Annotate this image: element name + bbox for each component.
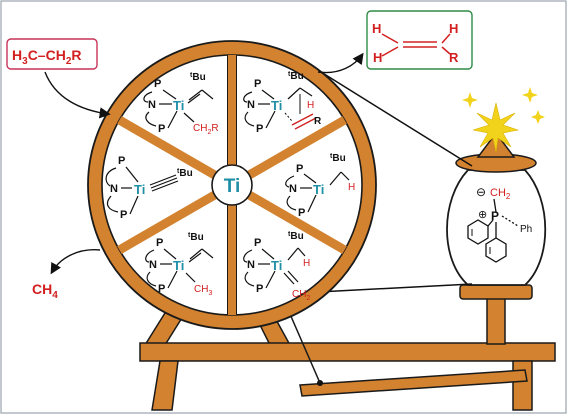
svg-text:Ti: Ti — [271, 98, 282, 113]
svg-text:R: R — [314, 116, 322, 127]
svg-text:H: H — [303, 258, 310, 269]
plus-charge: ⊕ — [478, 209, 487, 221]
svg-text:P: P — [158, 283, 165, 295]
ylide-structure: ⊖ CH2 ⊕ P Ph — [467, 185, 532, 263]
svg-text:H: H — [449, 21, 458, 36]
product-box: H H H R — [366, 10, 473, 70]
arrow-in-icon — [44, 71, 111, 119]
svg-text:P: P — [120, 209, 127, 221]
wheel-hub — [211, 164, 253, 206]
svg-text:P: P — [298, 207, 305, 219]
phenyl-label: Ph — [520, 224, 532, 235]
svg-text:Ti: Ti — [173, 258, 184, 273]
svg-text:Ti: Ti — [271, 258, 282, 273]
svg-text:N: N — [289, 183, 297, 195]
svg-text:tBu: tBu — [330, 153, 346, 164]
svg-text:N: N — [148, 99, 156, 111]
svg-text:Ti: Ti — [134, 182, 145, 197]
segment-top-right: P N P Ti tBu H R — [243, 71, 322, 135]
svg-text:H: H — [373, 50, 382, 65]
reactant-box: H3C–CH2R — [6, 38, 98, 70]
wheel-stand — [139, 189, 556, 411]
svg-text:tBu: tBu — [288, 231, 304, 242]
svg-text:H: H — [348, 182, 355, 193]
svg-text:N: N — [110, 183, 118, 195]
phosphorus-label: P — [491, 209, 499, 223]
svg-text:P: P — [156, 237, 163, 249]
svg-text:H: H — [372, 21, 381, 36]
svg-text:P: P — [254, 237, 261, 249]
minus-charge: ⊖ — [476, 185, 486, 199]
segment-bottom-left: P N P Ti tBu CH3 — [145, 232, 214, 297]
tbu-label: tBu — [190, 72, 206, 83]
svg-text:P: P — [154, 78, 161, 90]
arrow-out-icon — [317, 52, 364, 74]
segment-right: P N P Ti tBu H — [285, 153, 355, 219]
ch2r-label: CH2R — [193, 123, 219, 136]
belt-bottom — [317, 283, 473, 293]
svg-text:N: N — [247, 99, 255, 111]
segment-bottom-right: P N P Ti tBu H CH2 — [243, 231, 310, 302]
svg-text:tBu: tBu — [188, 232, 204, 243]
segment-left: P N P Ti tBu — [105, 155, 193, 221]
svg-text:Ti: Ti — [313, 182, 324, 197]
spark-icon — [462, 87, 545, 153]
belt-top — [304, 61, 473, 167]
svg-text:P: P — [256, 123, 263, 135]
svg-text:CH2: CH2 — [292, 289, 310, 302]
hub-label: Ti — [224, 176, 241, 197]
svg-text:tBu: tBu — [177, 168, 193, 179]
svg-text:H: H — [307, 100, 314, 111]
reactant-label: H3C–CH2R — [12, 47, 82, 67]
ylide-ch2: CH2 — [490, 187, 511, 201]
wheel: Ti — [87, 40, 377, 330]
ch3-label: CH3 — [194, 284, 212, 297]
lamp: ⊖ CH2 ⊕ P Ph — [446, 87, 547, 300]
svg-text:P: P — [256, 283, 263, 295]
svg-text:P: P — [296, 163, 303, 175]
svg-text:P: P — [254, 78, 261, 90]
svg-text:tBu: tBu — [288, 71, 304, 82]
svg-text:N: N — [247, 259, 255, 271]
arrow-methane-icon — [50, 249, 101, 275]
methane-label: CH4 — [32, 281, 58, 301]
svg-text:Ti: Ti — [173, 98, 184, 113]
svg-text:N: N — [149, 259, 157, 271]
svg-text:R: R — [449, 50, 459, 65]
svg-text:P: P — [158, 123, 165, 135]
segment-top-left: P N P Ti tBu CH2R — [143, 72, 219, 136]
svg-text:P: P — [118, 155, 125, 167]
